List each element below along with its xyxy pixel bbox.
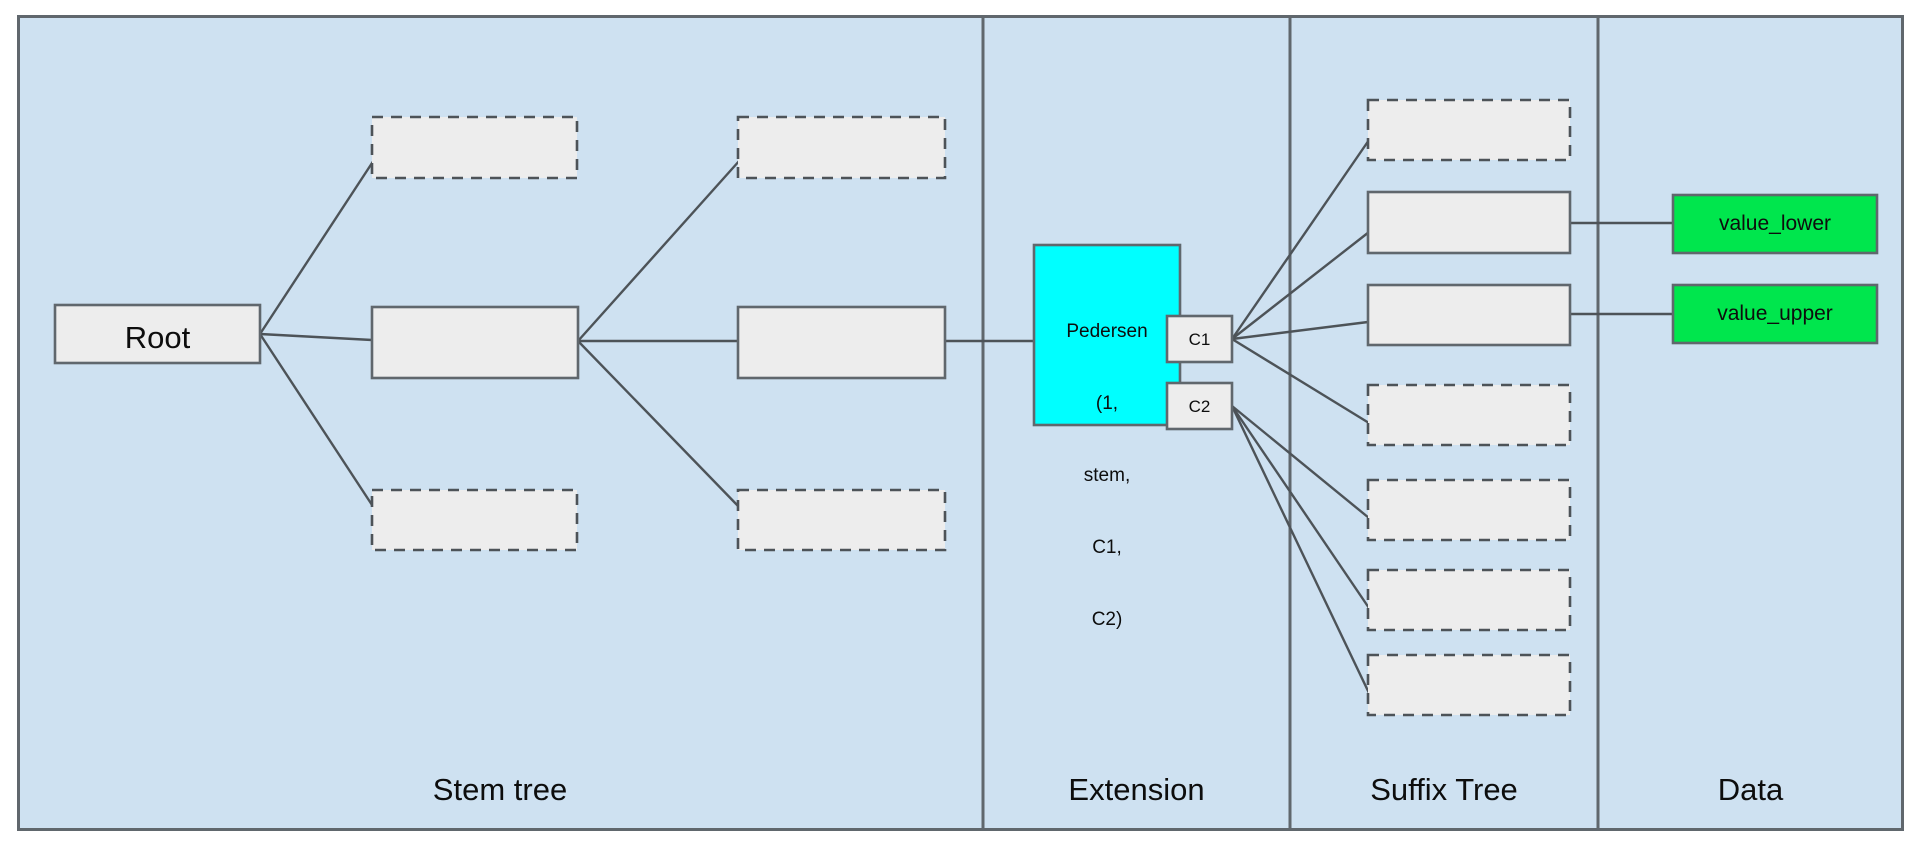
- edges-c2-to-suffix: [1230, 405, 1371, 694]
- node-value-lower[interactable]: [1671, 193, 1879, 255]
- node-root[interactable]: [53, 303, 262, 365]
- node-commitment-c1-label: C1: [1188, 330, 1211, 349]
- column-label-data: Data: [1717, 772, 1784, 807]
- node-commitment-c2-label: C2: [1188, 397, 1211, 416]
- edge-c2-to-suffix-5: [1231, 405, 1370, 519]
- node-suffix-4[interactable]: [1366, 383, 1572, 447]
- edge-root-to-stem1-middle: [259, 332, 373, 342]
- pedersen-line-2: (1,: [1095, 393, 1119, 414]
- edges-suffix-to-data: [1570, 221, 1673, 316]
- node-suffix-1[interactable]: [1366, 98, 1572, 162]
- diagram-frame: [17, 15, 1904, 831]
- node-suffix-7[interactable]: [1366, 653, 1572, 717]
- node-suffix-3[interactable]: [1366, 283, 1572, 347]
- node-pedersen[interactable]: [1032, 243, 1182, 427]
- node-stem1-middle[interactable]: [370, 305, 580, 380]
- node-commitment-c2[interactable]: [1165, 381, 1234, 431]
- edge-c2-to-suffix-7: [1230, 405, 1371, 694]
- node-value-upper-label: value_upper: [1717, 302, 1833, 325]
- edges-c1-to-suffix: [1231, 139, 1370, 425]
- edge-stem1-to-stem2-top: [577, 159, 741, 342]
- column-label-extension: Extension: [1068, 772, 1205, 807]
- node-pedersen-label: Pedersen (1, stem, C1, C2): [1034, 272, 1180, 680]
- node-stem2-middle[interactable]: [736, 305, 947, 380]
- node-suffix-5[interactable]: [1366, 478, 1572, 542]
- node-suffix-2[interactable]: [1366, 190, 1572, 255]
- node-stem1-bottom[interactable]: [370, 488, 579, 552]
- node-stem1-top[interactable]: [370, 115, 579, 180]
- node-suffix-6[interactable]: [1366, 568, 1572, 632]
- edges-root-to-stem1: [258, 159, 376, 509]
- node-value-lower-label: value_lower: [1718, 212, 1832, 235]
- pedersen-line-3: stem,: [1083, 465, 1131, 486]
- column-label-suffix-tree: Suffix Tree: [1370, 772, 1518, 807]
- edge-c1-to-suffix-1: [1231, 139, 1370, 340]
- pedersen-line-1: Pedersen: [1066, 321, 1148, 342]
- edge-c1-to-suffix-2: [1231, 231, 1370, 340]
- edge-root-to-stem1-top: [258, 159, 376, 335]
- node-commitment-c1[interactable]: [1165, 314, 1234, 364]
- edge-c1-to-suffix-4: [1231, 337, 1370, 425]
- edge-root-to-stem1-bottom: [258, 333, 376, 509]
- edges-stem1-to-stem2: [577, 159, 741, 509]
- column-label-stem-tree: Stem tree: [432, 772, 568, 807]
- edge-c1-to-suffix-3: [1231, 320, 1369, 341]
- edge-c2-to-suffix-6: [1231, 405, 1370, 609]
- pedersen-line-5: C2): [1091, 609, 1123, 630]
- node-stem2-bottom[interactable]: [736, 488, 947, 552]
- edge-stem1-to-stem2-bottom: [577, 340, 741, 509]
- node-root-label: Root: [124, 320, 191, 355]
- pedersen-line-4: C1,: [1092, 537, 1122, 558]
- node-stem2-top[interactable]: [736, 115, 947, 180]
- node-value-upper[interactable]: [1671, 283, 1879, 345]
